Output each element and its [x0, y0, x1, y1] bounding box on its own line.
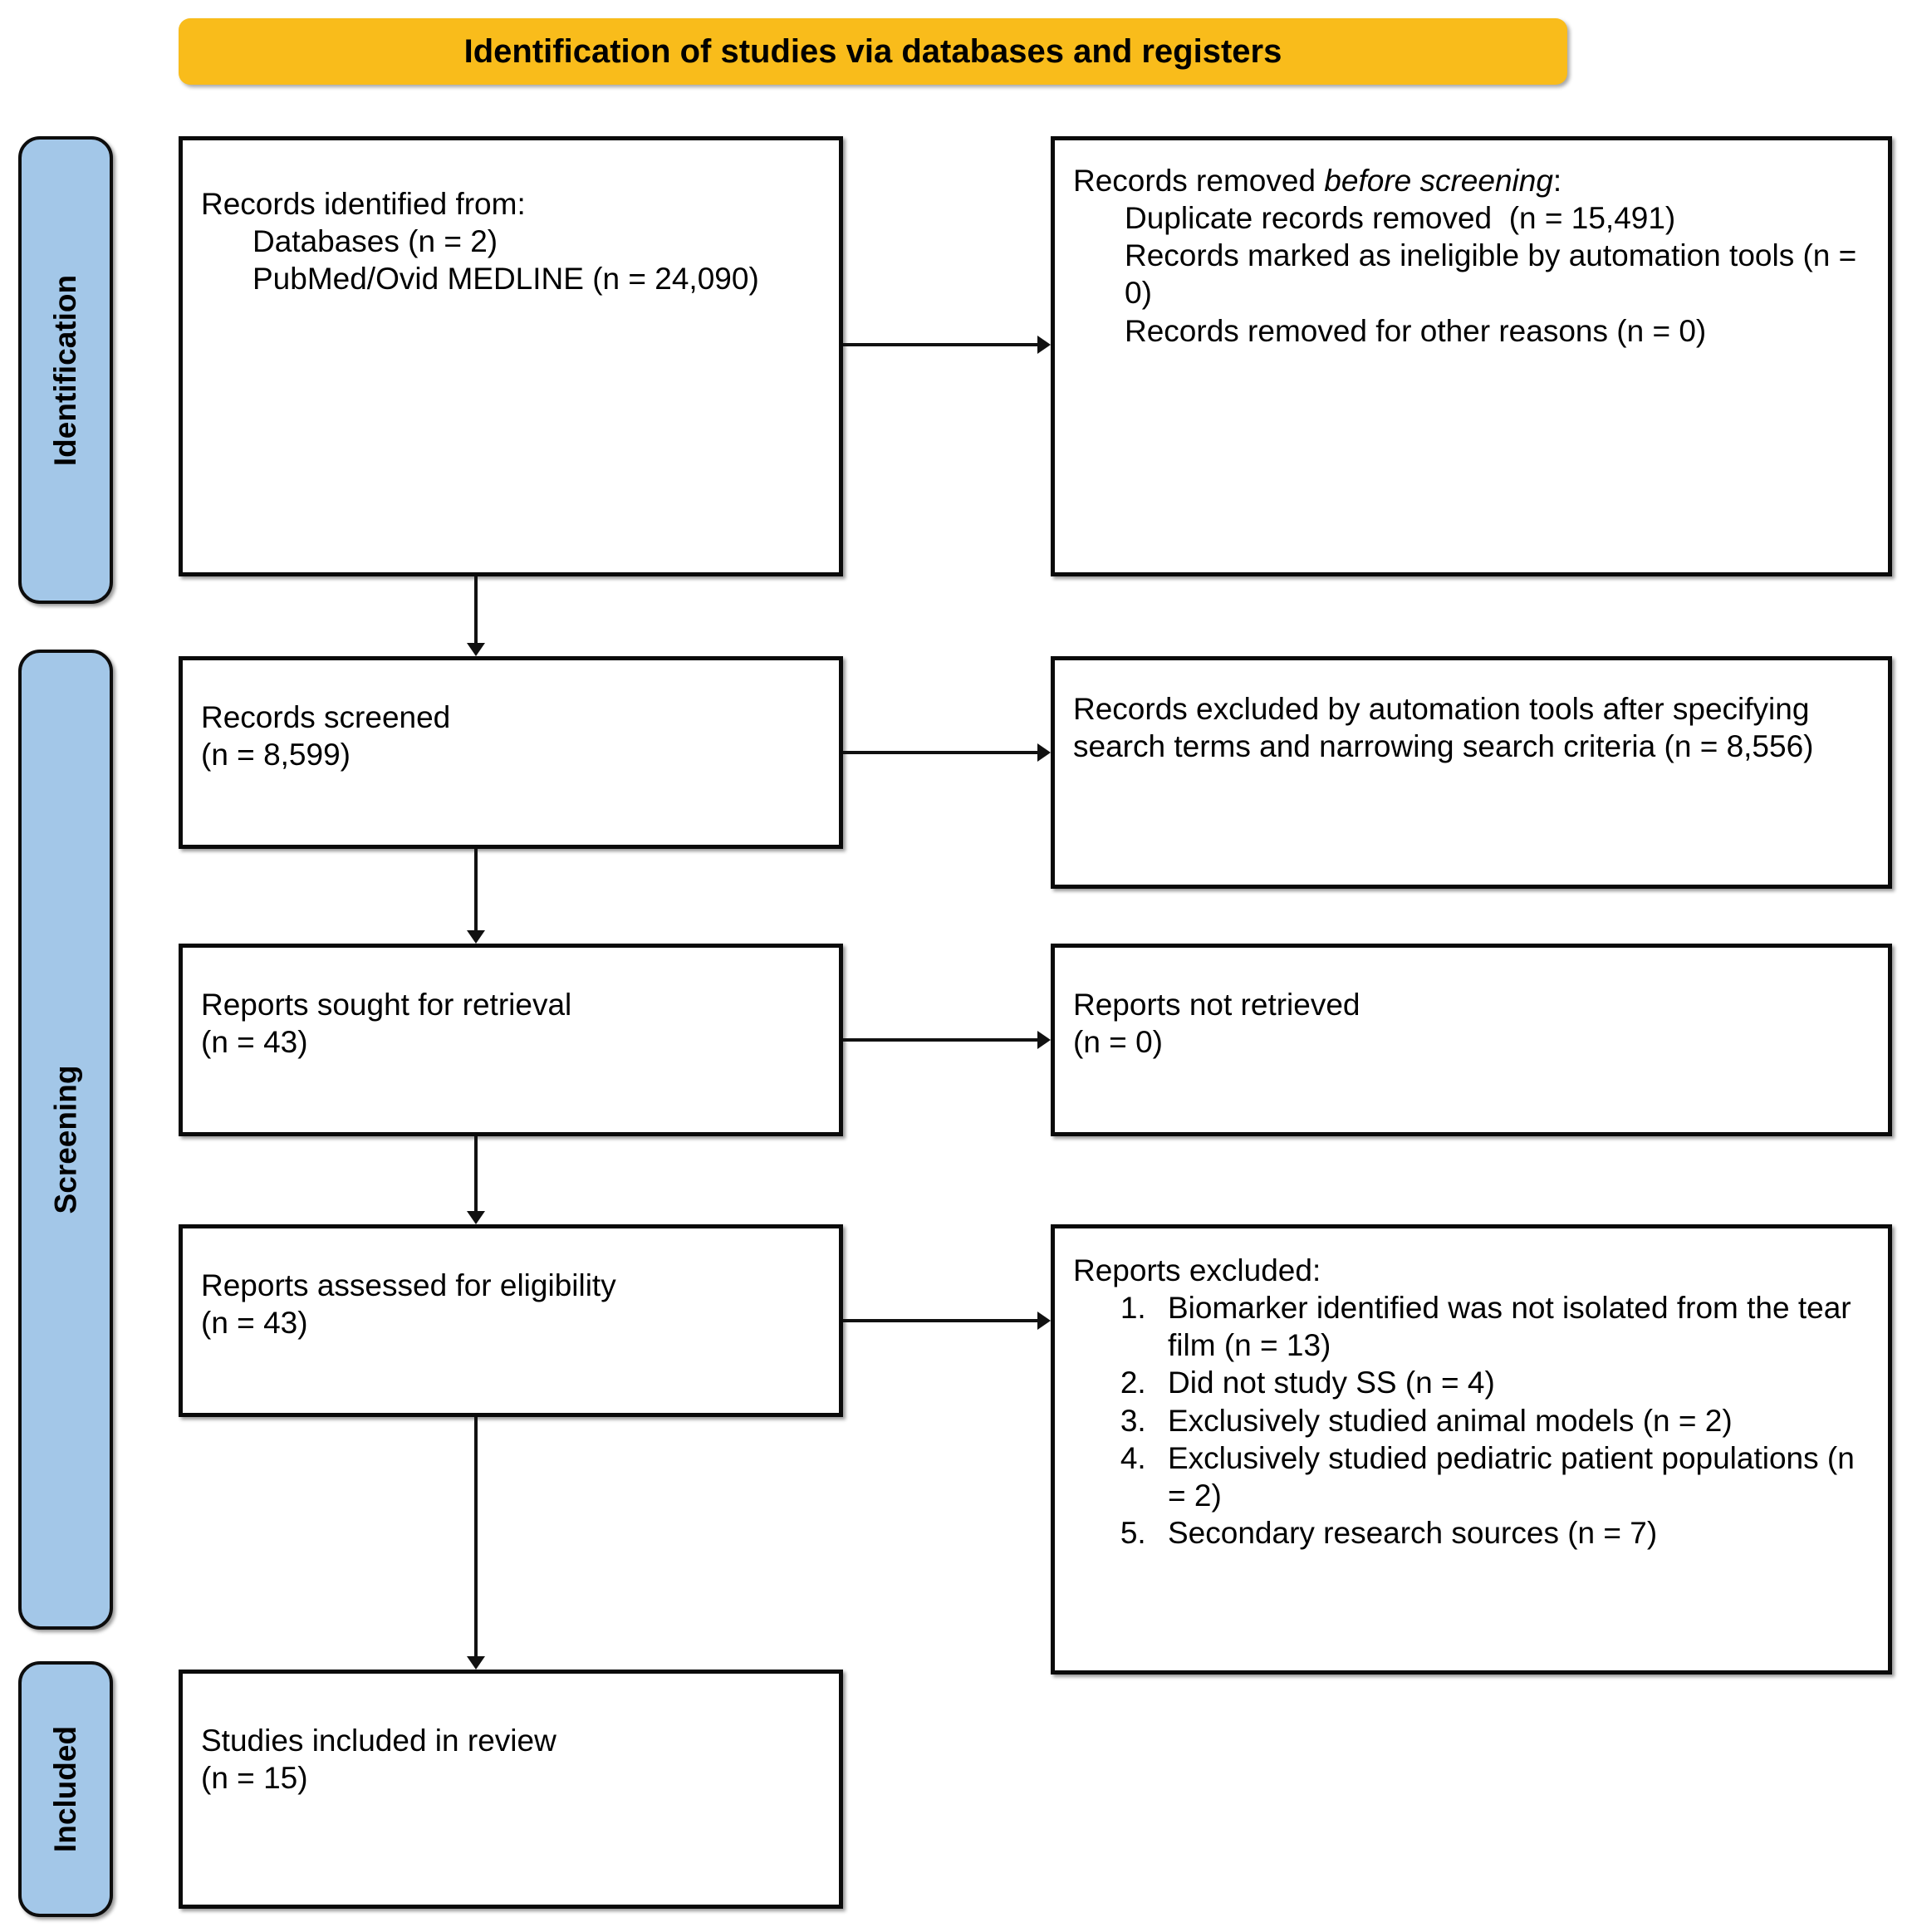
arrowhead-identified-to-screened	[467, 643, 485, 656]
header-banner: Identification of studies via databases …	[179, 18, 1567, 85]
records-excluded-automation-text: Records excluded by automation tools aft…	[1073, 692, 1818, 764]
box-reports-assessed: Reports assessed for eligibility (n = 43…	[179, 1224, 843, 1417]
box-records-identified: Records identified from: Databases (n = …	[179, 136, 843, 576]
connector-sought-to-assessed	[474, 1136, 478, 1211]
records-identified-databases: Databases (n = 2)	[252, 224, 498, 259]
stage-label-included: Included	[48, 1725, 82, 1853]
studies-included-label: Studies included in review	[201, 1724, 556, 1758]
records-removed-duplicates: Duplicate records removed (n = 15,491)	[1125, 201, 1676, 236]
list-item: Did not study SS (n = 4)	[1155, 1364, 1873, 1401]
box-records-screened: Records screened (n = 8,599)	[179, 656, 843, 849]
stage-label-screening: Screening	[48, 1065, 82, 1214]
box-records-excluded-automation: Records excluded by automation tools aft…	[1051, 656, 1892, 889]
box-reports-sought: Reports sought for retrieval (n = 43)	[179, 944, 843, 1136]
list-item: Exclusively studied animal models (n = 2…	[1155, 1402, 1873, 1439]
reports-sought-label: Reports sought for retrieval	[201, 988, 572, 1022]
arrowhead-assessed-to-included	[467, 1656, 485, 1670]
records-identified-medline: PubMed/Ovid MEDLINE (n = 24,090)	[252, 262, 759, 297]
list-item: Biomarker identified was not isolated fr…	[1155, 1289, 1873, 1364]
studies-included-count: (n = 15)	[201, 1761, 308, 1796]
box-records-removed-before-screening: Records removed before screening: Duplic…	[1051, 136, 1892, 576]
records-removed-heading-em: before screening	[1324, 164, 1553, 198]
records-removed-ineligible: Records marked as ineligible by automati…	[1125, 238, 1865, 311]
box-reports-excluded: Reports excluded: Biomarker identified w…	[1051, 1224, 1892, 1675]
reports-sought-count: (n = 43)	[201, 1025, 308, 1060]
arrowhead-screened-to-sought	[467, 930, 485, 944]
connector-assessed-to-included	[474, 1417, 478, 1656]
connector-identified-to-screened	[474, 576, 478, 643]
reports-assessed-label: Reports assessed for eligibility	[201, 1268, 616, 1302]
list-item: Exclusively studied pediatric patient po…	[1155, 1439, 1873, 1514]
records-removed-other: Records removed for other reasons (n = 0…	[1125, 313, 1707, 348]
reports-assessed-count: (n = 43)	[201, 1306, 308, 1341]
list-item: Secondary research sources (n = 7)	[1155, 1514, 1873, 1552]
records-removed-heading-c: :	[1552, 164, 1562, 198]
arrowhead-screened-to-excluded	[1037, 743, 1051, 762]
records-removed-heading-a: Records removed	[1073, 164, 1325, 198]
arrowhead-sought-to-assessed	[467, 1211, 485, 1224]
connector-screened-to-excluded	[843, 751, 1037, 754]
arrowhead-identified-to-removed	[1037, 336, 1051, 354]
reports-excluded-list: Biomarker identified was not isolated fr…	[1073, 1289, 1873, 1552]
records-removed-heading: Records removed before screening:	[1073, 162, 1873, 199]
box-studies-included: Studies included in review (n = 15)	[179, 1670, 843, 1909]
arrowhead-assessed-to-excluded	[1037, 1312, 1051, 1330]
arrowhead-sought-to-not-retrieved	[1037, 1031, 1051, 1049]
connector-screened-to-sought	[474, 849, 478, 930]
reports-not-retrieved-label: Reports not retrieved	[1073, 988, 1360, 1022]
stage-label-identification: Identification	[48, 274, 83, 466]
stage-bar-identification: Identification	[18, 136, 113, 604]
records-screened-label: Records screened	[201, 700, 451, 734]
records-identified-line1: Records identified from:	[201, 187, 526, 221]
connector-assessed-to-excluded	[843, 1319, 1037, 1322]
stage-bar-included: Included	[18, 1661, 113, 1917]
box-reports-not-retrieved: Reports not retrieved (n = 0)	[1051, 944, 1892, 1136]
reports-not-retrieved-count: (n = 0)	[1073, 1025, 1163, 1060]
reports-excluded-heading: Reports excluded:	[1073, 1253, 1321, 1287]
page-title: Identification of studies via databases …	[463, 32, 1282, 70]
stage-bar-screening: Screening	[18, 650, 113, 1630]
connector-sought-to-not-retrieved	[843, 1038, 1037, 1042]
connector-identified-to-removed	[843, 343, 1037, 346]
records-screened-count: (n = 8,599)	[201, 738, 351, 772]
